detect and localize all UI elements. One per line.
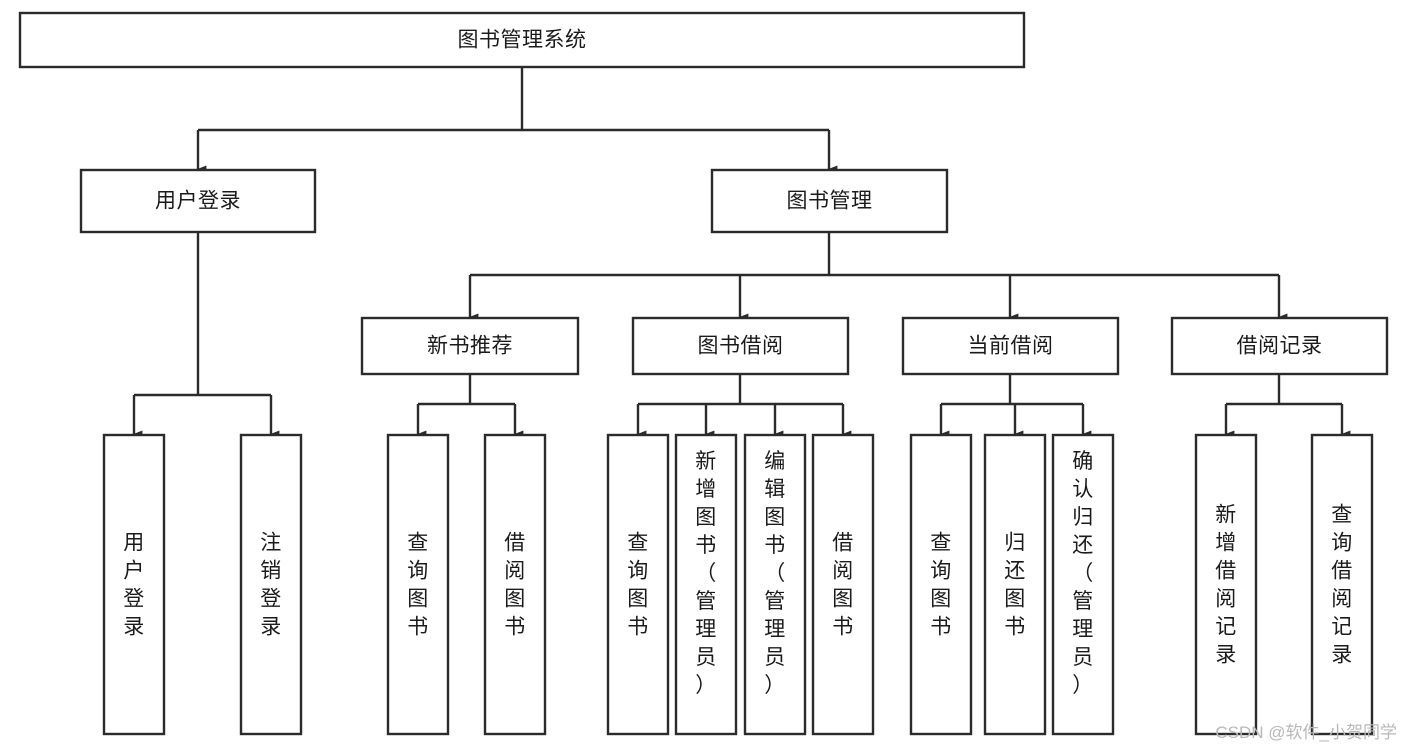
node-box[interactable]: [483, 433, 547, 736]
node-box[interactable]: [360, 316, 580, 376]
level2-node-user-login[interactable]: 用户登录: [79, 168, 317, 234]
node-label: 查询图书: [627, 532, 649, 639]
node-box[interactable]: [909, 433, 973, 736]
node-label: 归还图书: [1004, 532, 1026, 639]
level3-node-new-book-recommend[interactable]: 新书推荐: [360, 316, 580, 376]
leaf-node-leaf-user-login[interactable]: 用户登录: [102, 433, 166, 736]
node-label: 注销登录: [260, 532, 282, 639]
leaf-node-leaf-query-book-3[interactable]: 查询图书: [909, 433, 973, 736]
connector-conn-user-login: [132, 232, 280, 438]
level3-node-current-borrow[interactable]: 当前借阅: [901, 316, 1120, 376]
node-label: 当前借阅: [968, 335, 1054, 358]
node-box[interactable]: [743, 433, 807, 736]
node-label: 借阅图书: [504, 532, 526, 639]
node-label: 查询图书: [930, 532, 952, 639]
connector-conn-book-borrow: [636, 374, 852, 438]
node-label: 新增借阅记录: [1215, 504, 1237, 667]
node-box[interactable]: [18, 11, 1026, 69]
leaf-node-leaf-return-book[interactable]: 归还图书: [983, 433, 1047, 736]
leaf-node-leaf-query-book-2[interactable]: 查询图书: [606, 433, 670, 736]
node-label: 新书推荐: [427, 335, 513, 358]
node-label: 用户登录: [155, 190, 241, 213]
node-label: 新增图书（管理员）: [695, 450, 717, 697]
node-box[interactable]: [102, 433, 166, 736]
node-box[interactable]: [901, 316, 1120, 376]
node-box[interactable]: [239, 433, 303, 736]
connector-conn-book-management: [468, 232, 1288, 321]
node-box[interactable]: [674, 433, 738, 736]
node-label: 查询图书: [407, 532, 429, 639]
node-label: 确认归还（管理员）: [1072, 450, 1094, 697]
node-label: 查询借阅记录: [1331, 504, 1353, 667]
node-layer: 图书管理系统用户登录图书管理新书推荐图书借阅当前借阅借阅记录用户登录注销登录查询…: [18, 11, 1389, 736]
watermark-text: CSDN @软件_小贺同学: [1215, 723, 1397, 742]
node-box[interactable]: [710, 168, 949, 234]
leaf-node-leaf-logout[interactable]: 注销登录: [239, 433, 303, 736]
node-label: 借阅记录: [1237, 335, 1323, 358]
node-label: 借阅图书: [832, 532, 854, 639]
node-label: 图书管理系统: [458, 29, 587, 52]
connector-layer: [132, 67, 1351, 438]
node-box[interactable]: [1170, 316, 1389, 376]
node-box[interactable]: [1051, 433, 1115, 736]
leaf-node-leaf-add-record[interactable]: 新增借阅记录: [1194, 433, 1258, 736]
leaf-node-leaf-query-book-1[interactable]: 查询图书: [386, 433, 450, 736]
node-box[interactable]: [1194, 433, 1258, 736]
connector-conn-root: [196, 67, 838, 173]
leaf-node-leaf-add-book[interactable]: 新增图书（管理员）: [674, 433, 738, 736]
node-box[interactable]: [386, 433, 450, 736]
node-label: 编辑图书（管理员）: [764, 450, 786, 697]
node-label: 图书借阅: [698, 335, 784, 358]
node-label: 用户登录: [123, 532, 145, 639]
level3-node-borrow-record[interactable]: 借阅记录: [1170, 316, 1389, 376]
node-box[interactable]: [79, 168, 317, 234]
connector-conn-current-borrow: [939, 374, 1092, 438]
connector-conn-borrow-record: [1224, 374, 1351, 438]
leaf-node-leaf-query-record[interactable]: 查询借阅记录: [1310, 433, 1374, 736]
level2-node-book-management[interactable]: 图书管理: [710, 168, 949, 234]
node-box[interactable]: [1310, 433, 1374, 736]
node-box[interactable]: [983, 433, 1047, 736]
level3-node-book-borrow[interactable]: 图书借阅: [631, 316, 850, 376]
leaf-node-leaf-borrow-book-2[interactable]: 借阅图书: [811, 433, 875, 736]
connector-conn-new-book: [416, 374, 524, 438]
node-box[interactable]: [811, 433, 875, 736]
leaf-node-leaf-confirm-return[interactable]: 确认归还（管理员）: [1051, 433, 1115, 736]
node-box[interactable]: [631, 316, 850, 376]
root-node-root[interactable]: 图书管理系统: [18, 11, 1026, 69]
node-box[interactable]: [606, 433, 670, 736]
leaf-node-leaf-edit-book[interactable]: 编辑图书（管理员）: [743, 433, 807, 736]
node-label: 图书管理: [787, 190, 873, 213]
leaf-node-leaf-borrow-book-1[interactable]: 借阅图书: [483, 433, 547, 736]
